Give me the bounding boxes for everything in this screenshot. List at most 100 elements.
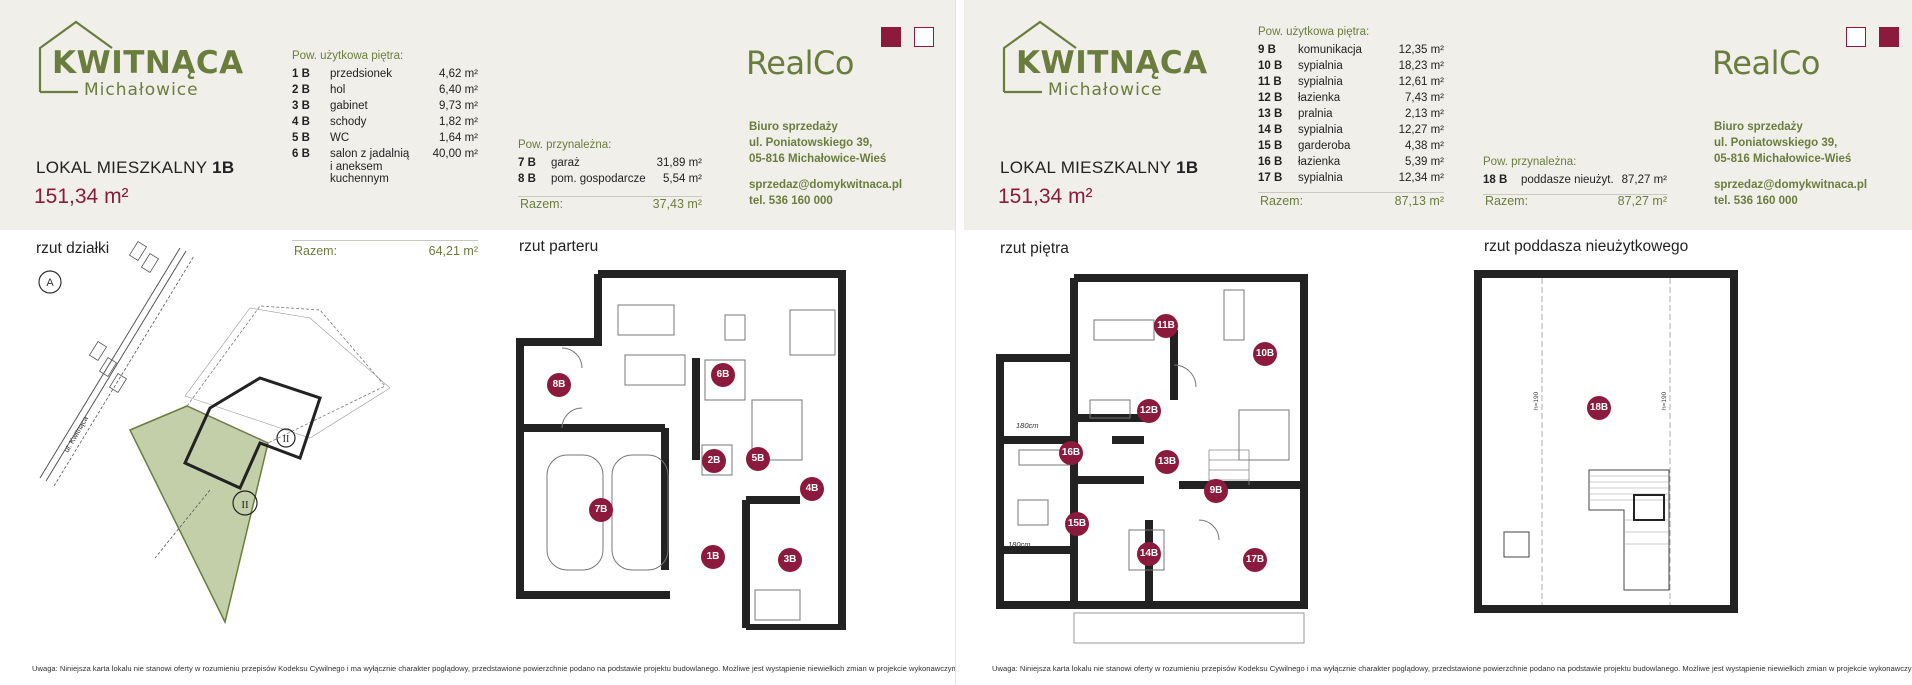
room-badge: 7B (589, 498, 613, 522)
kwitnaca-logo: KWITNĄCA Michałowice (38, 20, 243, 100)
total-label: Razem: (1485, 194, 1529, 208)
divider (1483, 194, 1667, 195)
room-badge: 11B (1154, 314, 1178, 338)
usable-area-header: Pow. użytkowa piętra: (292, 50, 404, 62)
usable-area-header: Pow. użytkowa piętra: (1258, 26, 1370, 38)
room-badge: 14B (1137, 542, 1161, 566)
auxiliary-area-header: Pow. przynależna: (1483, 156, 1577, 168)
unit-label: LOKAL MIESZKALNY 1B (1000, 158, 1198, 178)
attic-plan: h=190 h=190 (1474, 270, 1738, 613)
svg-text:II: II (283, 434, 290, 445)
contact-block: Biuro sprzedaży ul. Poniatowskiego 39, 0… (1714, 119, 1867, 209)
unit-id: 1B (1176, 158, 1199, 177)
unit-label-prefix: LOKAL MIESZKALNY (36, 158, 208, 177)
unit-id: 1B (212, 158, 235, 177)
header-panel: KWITNĄCA Michałowice LOKAL MIESZKALNY 1B… (0, 0, 955, 258)
house-outline-icon (1002, 20, 1077, 94)
contact-line: 05-816 Michałowice-Wieś (749, 153, 887, 165)
room-badge: 4B (800, 477, 824, 501)
room-badge: 12B (1137, 399, 1161, 423)
logo-sub-text: Michałowice (84, 80, 199, 100)
disclaimer-note: Uwaga: Niniejsza karta lokalu nie stanow… (992, 664, 1912, 673)
header-panel: KWITNĄCA Michałowice LOKAL MIESZKALNY 1B… (964, 0, 1912, 230)
ground-plan-title: rzut parteru (519, 238, 599, 255)
house-outline-icon (38, 20, 113, 94)
contact-block: Biuro sprzedaży ul. Poniatowskiego 39, 0… (749, 119, 902, 209)
total-value: 87,27 m² (1617, 194, 1667, 208)
contact-line: Biuro sprzedaży (1714, 121, 1803, 133)
room-badge: 6B (711, 363, 735, 387)
realco-logo: RealCo (1712, 44, 1820, 82)
total-label: Razem: (294, 244, 338, 258)
total-label: Razem: (1260, 194, 1304, 208)
room-badge: 15B (1065, 512, 1089, 536)
height-label: h=190 (1533, 391, 1540, 410)
realco-logo: RealCo (746, 44, 854, 82)
sheet-upper-floor: KWITNĄCA Michałowice LOKAL MIESZKALNY 1B… (964, 0, 1912, 685)
room-badge: 8B (547, 373, 571, 397)
room-badge: 10B (1253, 342, 1277, 366)
divider (518, 196, 702, 197)
upper-floor-plan: 180cm 180cm (996, 274, 1308, 644)
dimension-label: 180cm (1016, 421, 1039, 430)
svg-text:II: II (241, 499, 249, 511)
building-outline (183, 376, 322, 490)
contact-line: ul. Poniatowskiego 39, (1714, 137, 1838, 149)
total-value: 64,21 m² (428, 244, 478, 258)
floor-plan-title: rzut piętra (1000, 240, 1069, 257)
page-divider (955, 0, 965, 685)
room-badge: 18B (1587, 396, 1611, 420)
kwitnaca-logo: KWITNĄCA Michałowice (1002, 20, 1207, 100)
total-value: 37,43 m² (652, 197, 702, 211)
contact-line: 05-816 Michałowice-Wieś (1714, 153, 1852, 165)
disclaimer-note: Uwaga: Niniejsza karta lokalu nie stanow… (32, 664, 955, 673)
contact-phone[interactable]: tel. 536 160 000 (1714, 195, 1798, 207)
room-badge: 5B (746, 447, 770, 471)
contact-email[interactable]: sprzedaz@domykwitnaca.pl (749, 179, 903, 191)
page-indicator-inactive (1846, 27, 1866, 47)
plot-area (128, 405, 269, 625)
contact-line: Biuro sprzedaży (749, 121, 838, 133)
room-badge: 17B (1243, 548, 1267, 572)
unit-area: 151,34 m² (34, 185, 129, 208)
plot-plan-title: rzut działki (36, 240, 110, 257)
height-label: h=190 (1661, 391, 1668, 410)
attic-plan-title: rzut poddasza nieużytkowego (1484, 238, 1689, 255)
logo-main-text: KWITNĄCA (52, 45, 244, 81)
contact-phone[interactable]: tel. 536 160 000 (749, 195, 833, 207)
unit-label-prefix: LOKAL MIESZKALNY (1000, 158, 1172, 177)
svg-text:A: A (46, 277, 54, 289)
divider (1258, 192, 1444, 193)
room-badge: 9B (1204, 479, 1228, 503)
logo-sub-text: Michałowice (1048, 80, 1163, 100)
contact-email[interactable]: sprzedaz@domykwitnaca.pl (1714, 179, 1868, 191)
total-value: 87,13 m² (1394, 194, 1444, 208)
room-badge: 1B (701, 545, 725, 569)
room-badge: 13B (1155, 450, 1179, 474)
plot-plan: A ul. Kwitnąca II II (38, 241, 391, 625)
contact-line: ul. Poniatowskiego 39, (749, 137, 873, 149)
page-indicator-active (1879, 27, 1899, 47)
unit-label: LOKAL MIESZKALNY 1B (36, 158, 234, 178)
logo-main-text: KWITNĄCA (1016, 45, 1208, 81)
page-indicator-active (881, 27, 901, 47)
